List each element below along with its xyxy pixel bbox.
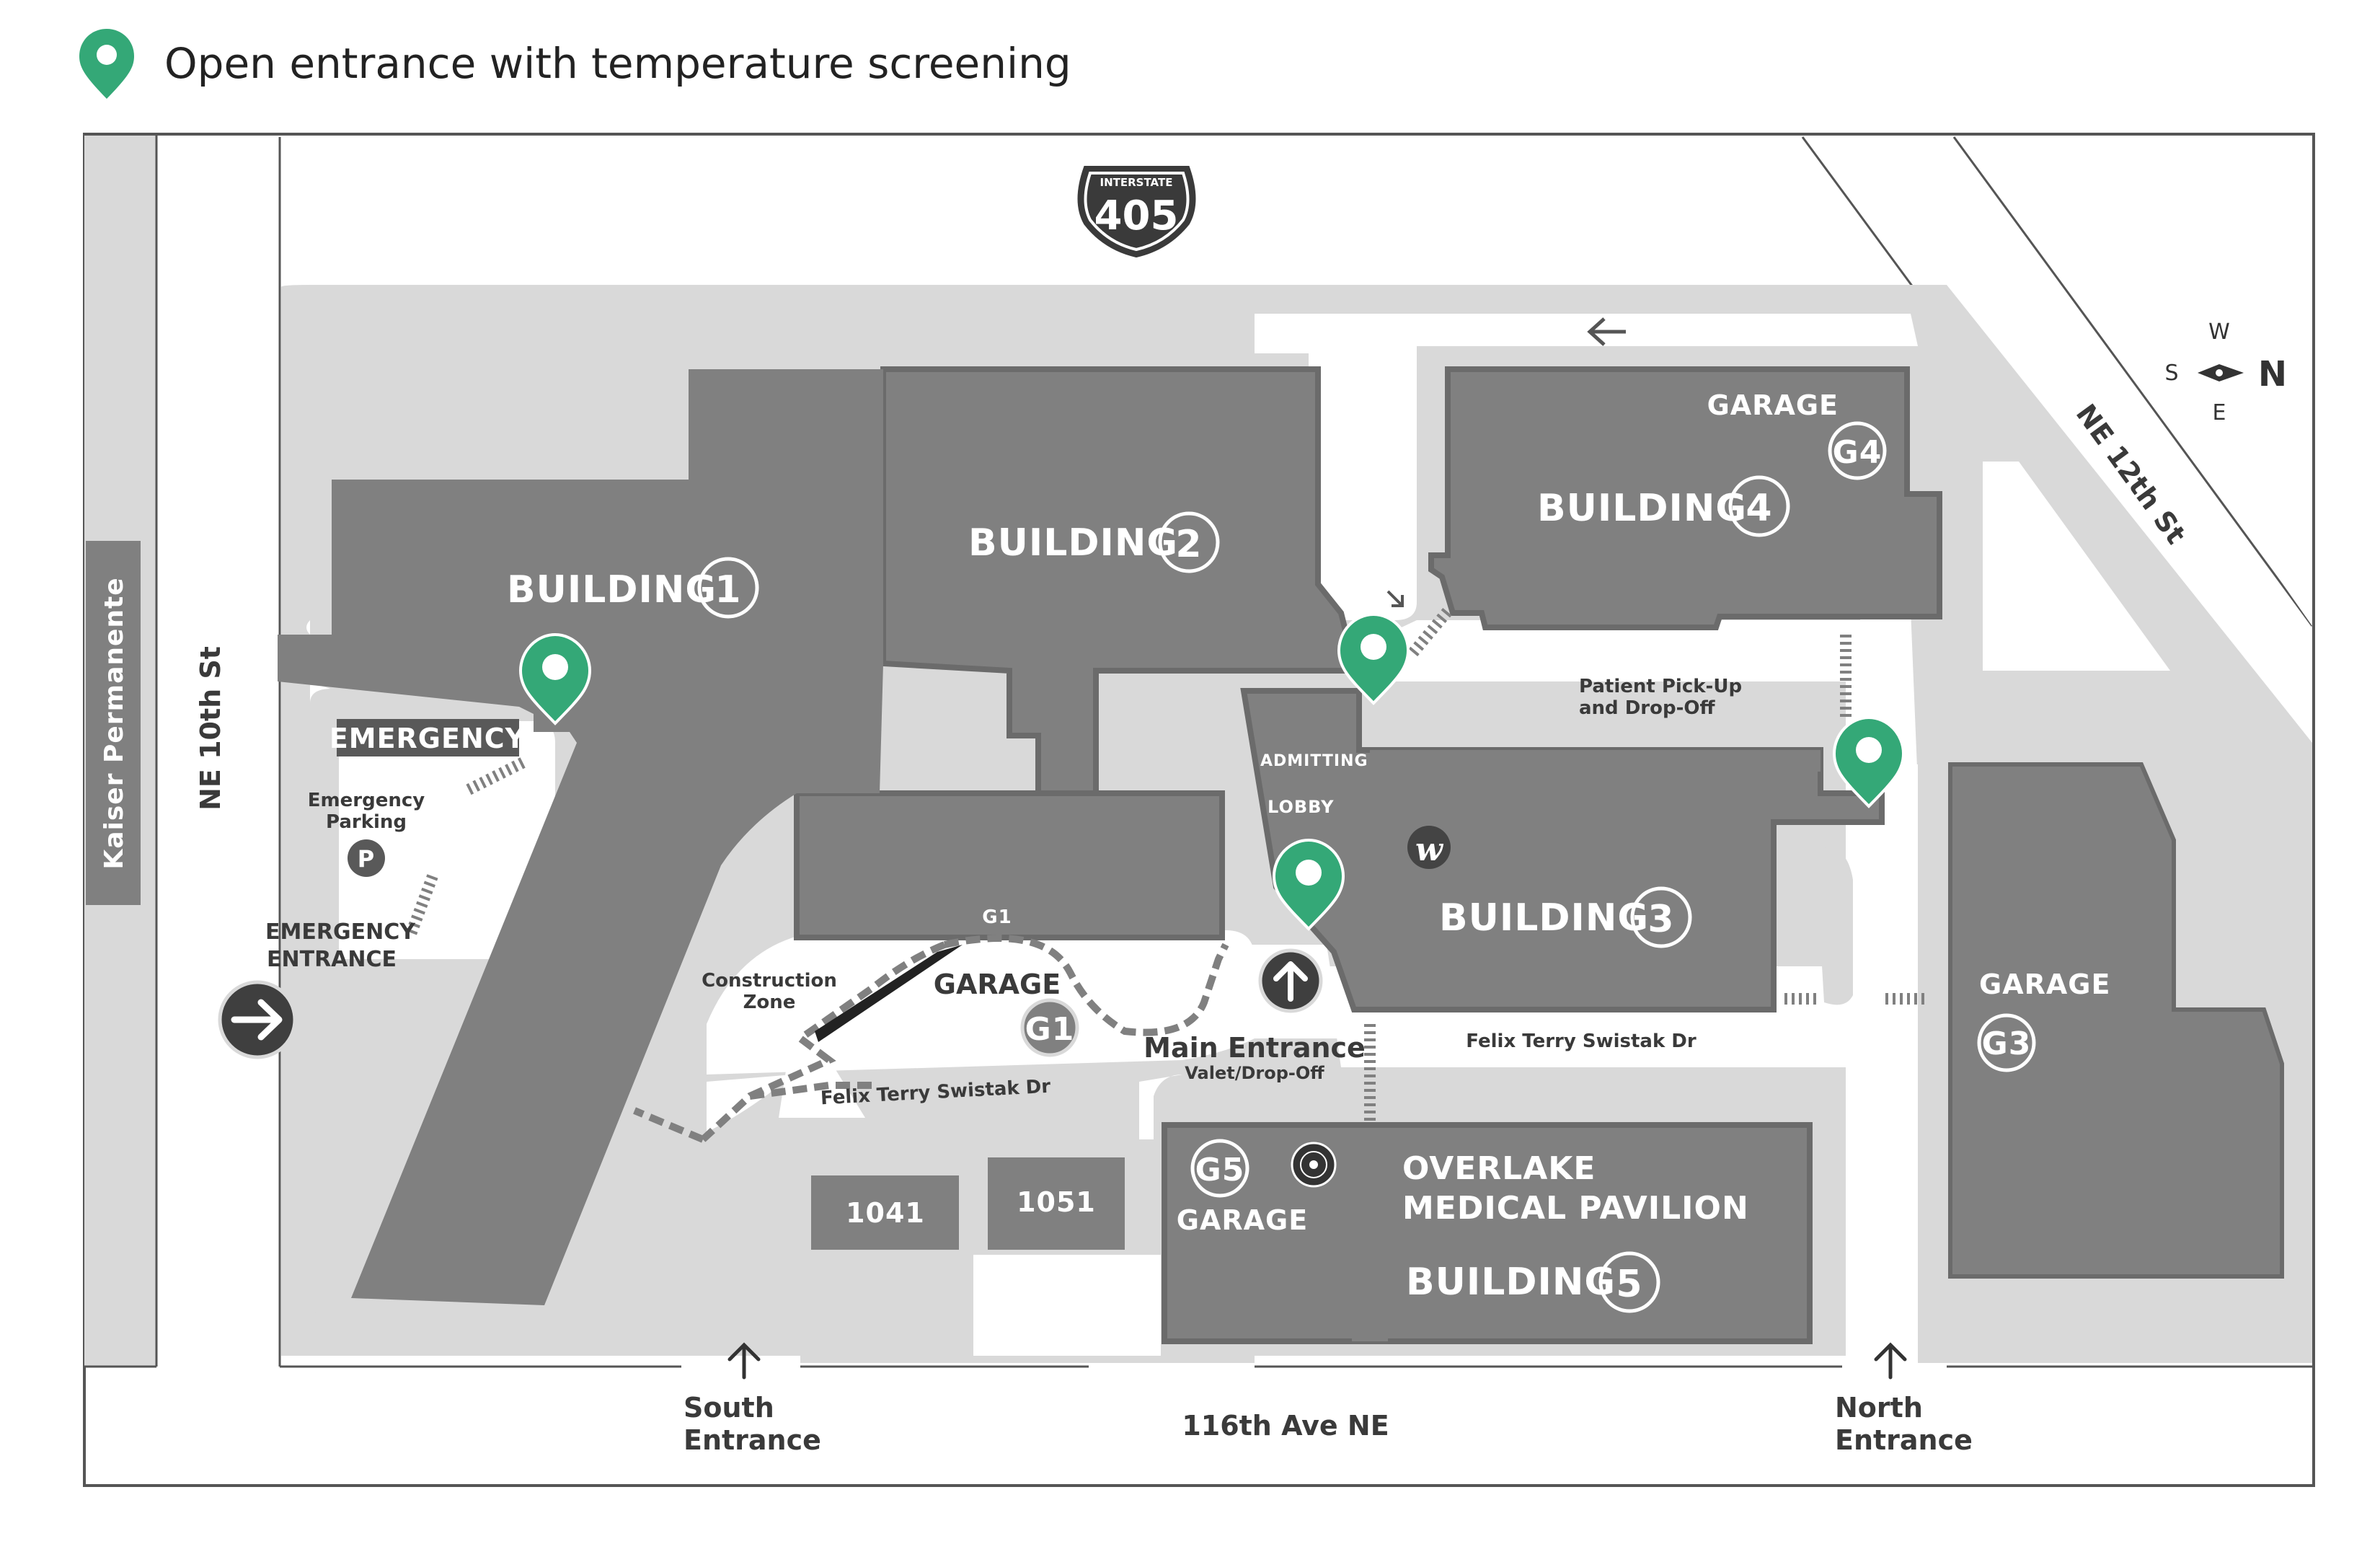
building-2-badge: 2 <box>1158 511 1220 573</box>
building-1 <box>278 369 883 1305</box>
legend: Open entrance with temperature screening <box>79 29 1071 99</box>
kaiser-building <box>86 541 141 905</box>
walkways <box>1364 605 1925 1121</box>
emergency-entrance-arrow-icon <box>218 980 297 1059</box>
svg-text:1051: 1051 <box>1017 1186 1096 1218</box>
garage-g1-label: GARAGE <box>934 968 1061 1000</box>
svg-text:P: P <box>358 845 375 873</box>
svg-text:Entrance: Entrance <box>684 1424 821 1456</box>
construction-zone-marker <box>815 945 963 1042</box>
overlake-label: OVERLAKE <box>1402 1150 1596 1187</box>
svg-text:4: 4 <box>1746 487 1772 530</box>
building-2-label: BUILDING <box>968 521 1178 565</box>
emergency-sign <box>337 719 519 756</box>
walgreens-icon: w <box>1407 826 1451 869</box>
kaiser-label: Kaiser Permanente <box>99 577 129 869</box>
svg-text:S: S <box>2164 361 2178 386</box>
building-5-badge: 5 <box>1598 1251 1660 1313</box>
svg-text:G4: G4 <box>1833 434 1883 471</box>
garage-g3-label: GARAGE <box>1979 968 2110 1000</box>
screening-pin-main-lobby[interactable] <box>1272 838 1345 931</box>
svg-text:G1: G1 <box>1025 1011 1075 1048</box>
north-entrance-arrow-icon <box>1874 1342 1907 1380</box>
svg-text:W: W <box>2208 319 2230 345</box>
garage-g5-badge: G5 <box>1190 1139 1249 1198</box>
emergency-parking-label: Emergency <box>308 790 425 811</box>
north-entrance-label: North <box>1835 1392 1923 1424</box>
svg-text:405: 405 <box>1094 193 1179 239</box>
garage-g3-badge: G3 <box>1977 1013 2036 1072</box>
felix-dr-label-east: Felix Terry Swistak Dr <box>1466 1031 1696 1052</box>
legend-text: Open entrance with temperature screening <box>164 39 1071 88</box>
garage-g3 <box>1948 762 2284 1279</box>
svg-text:G5: G5 <box>1195 1152 1245 1188</box>
parking-icon: P <box>348 839 385 877</box>
svg-text:5: 5 <box>1616 1263 1642 1306</box>
patient-pickup-label: Patient Pick-Up <box>1579 676 1742 697</box>
interstate-405-shield-icon: INTERSTATE 405 <box>1077 166 1196 258</box>
116th-ave-ne-label: 116th Ave NE <box>1182 1410 1389 1442</box>
garage-g1-badge: G1 <box>1020 998 1079 1057</box>
building-1051 <box>988 1157 1125 1250</box>
lobby-label: LOBBY <box>1268 797 1335 817</box>
building-3-badge: 3 <box>1630 886 1692 948</box>
building-3-label: BUILDING <box>1439 896 1649 940</box>
svg-text:3: 3 <box>1647 898 1674 941</box>
svg-text:Parking: Parking <box>326 811 407 833</box>
svg-text:N: N <box>2258 354 2287 394</box>
building-5-label: BUILDING <box>1406 1261 1616 1304</box>
svg-text:ENTRANCE: ENTRANCE <box>267 947 397 972</box>
emergency-entrance-label: EMERGENCY <box>265 919 416 945</box>
building-4 <box>1428 366 1942 630</box>
garage-g5-label: GARAGE <box>1177 1204 1308 1236</box>
svg-text:E: E <box>2213 400 2226 425</box>
compass-icon: W S E N <box>2164 319 2287 425</box>
main-entrance-label: Main Entrance <box>1143 1032 1366 1064</box>
svg-text:and Drop-Off: and Drop-Off <box>1579 697 1715 719</box>
svg-text:2: 2 <box>1175 523 1202 566</box>
svg-text:Entrance: Entrance <box>1835 1424 1973 1456</box>
main-entrance-arrow-icon <box>1258 948 1323 1013</box>
garage-g1-small-label: G1 <box>982 906 1012 928</box>
ne-10th-st-label: NE 10th St <box>195 646 226 811</box>
svg-text:1: 1 <box>715 568 741 612</box>
svg-text:INTERSTATE: INTERSTATE <box>1100 176 1173 189</box>
svg-text:G3: G3 <box>1982 1025 2032 1062</box>
valet-label: Valet/Drop-Off <box>1185 1063 1324 1083</box>
construction-zone-label: Construction <box>702 970 837 992</box>
building-4-label: BUILDING <box>1537 487 1747 530</box>
building-1-badge: 1 <box>697 557 759 619</box>
svg-text:Zone: Zone <box>743 992 796 1013</box>
svg-text:EMERGENCY: EMERGENCY <box>329 723 526 754</box>
admitting-label: ADMITTING <box>1260 752 1368 770</box>
screening-pin-north-garage[interactable] <box>1832 715 1906 808</box>
medical-pavilion-label: MEDICAL PAVILION <box>1402 1190 1749 1227</box>
building-4-badge: 4 <box>1728 475 1790 537</box>
map-pin-icon <box>79 29 134 99</box>
svg-text:1041: 1041 <box>846 1197 925 1229</box>
screening-pin-building-1[interactable] <box>518 632 592 725</box>
garage-g1-block <box>794 790 1225 940</box>
starbucks-icon <box>1291 1142 1337 1188</box>
south-entrance-label: South <box>684 1392 774 1424</box>
building-5 <box>1162 1122 1813 1344</box>
garage-g4-badge: G4 <box>1828 421 1887 480</box>
building-1-label: BUILDING <box>507 568 717 612</box>
one-way-arrow-icon <box>1587 317 1626 346</box>
screening-pin-building-2[interactable] <box>1337 612 1410 705</box>
south-entrance-arrow-icon <box>727 1342 761 1380</box>
building-1041 <box>811 1175 959 1250</box>
garage-g4-label: GARAGE <box>1707 389 1839 421</box>
svg-text:w: w <box>1415 831 1444 868</box>
